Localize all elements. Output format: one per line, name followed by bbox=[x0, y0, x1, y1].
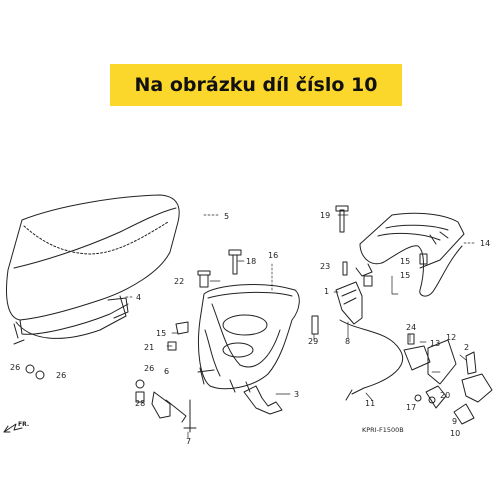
banner-title: Na obrázku díl číslo 10 bbox=[134, 74, 378, 96]
hardware bbox=[25, 205, 493, 433]
callout-27: 26 bbox=[144, 364, 154, 373]
callout-2: 2 bbox=[464, 343, 469, 352]
callout-28: 28 bbox=[135, 399, 145, 408]
callout-16: 15 bbox=[156, 329, 166, 338]
callout-9: 9 bbox=[452, 417, 457, 426]
callout-8: 8 bbox=[345, 337, 350, 346]
callout-26b: 26 bbox=[56, 371, 66, 380]
callout-26a: 26 bbox=[10, 363, 20, 372]
callout-6: 6 bbox=[164, 367, 169, 376]
callout-25: 24 bbox=[406, 323, 416, 332]
front-arrow-head bbox=[3, 425, 11, 433]
callout-18: 17 bbox=[406, 403, 416, 412]
callout-3: 3 bbox=[294, 390, 299, 399]
callout-15b: 15 bbox=[400, 271, 410, 280]
callout-23: 22 bbox=[174, 277, 184, 286]
title-banner: Na obrázku díl číslo 10 bbox=[110, 64, 402, 106]
seat bbox=[6, 194, 180, 345]
callout-21: 20 bbox=[440, 391, 450, 400]
front-label: FR. bbox=[18, 421, 29, 428]
callout-19: 18 bbox=[246, 257, 256, 266]
callout-12: 12 bbox=[446, 333, 456, 342]
diagram-code: KPRI-F1500B bbox=[362, 426, 404, 434]
leader-lines bbox=[125, 214, 477, 439]
luggage-box bbox=[197, 283, 300, 393]
callout-11: 11 bbox=[365, 399, 375, 408]
callout-4: 4 bbox=[136, 293, 141, 302]
callout-24: 23 bbox=[320, 262, 330, 271]
callout-5: 5 bbox=[224, 212, 229, 221]
callout-13: 13 bbox=[430, 339, 440, 348]
callout-14: 14 bbox=[480, 239, 490, 248]
carrier-rack bbox=[355, 212, 465, 297]
callout-22: 21 bbox=[144, 343, 154, 352]
front-arrow-icon bbox=[3, 423, 23, 433]
callout-17: 16 bbox=[268, 251, 278, 260]
callout-10: 10 bbox=[450, 429, 460, 438]
callout-20: 19 bbox=[320, 211, 330, 220]
callout-7: 7 bbox=[186, 437, 191, 446]
callouts: 5 4 14 16 18 22 19 23 15 15 1 8 29 15 21… bbox=[10, 211, 490, 446]
callout-1: 1 bbox=[324, 287, 329, 296]
callout-29: 29 bbox=[308, 337, 318, 346]
callout-15a: 15 bbox=[400, 257, 410, 266]
